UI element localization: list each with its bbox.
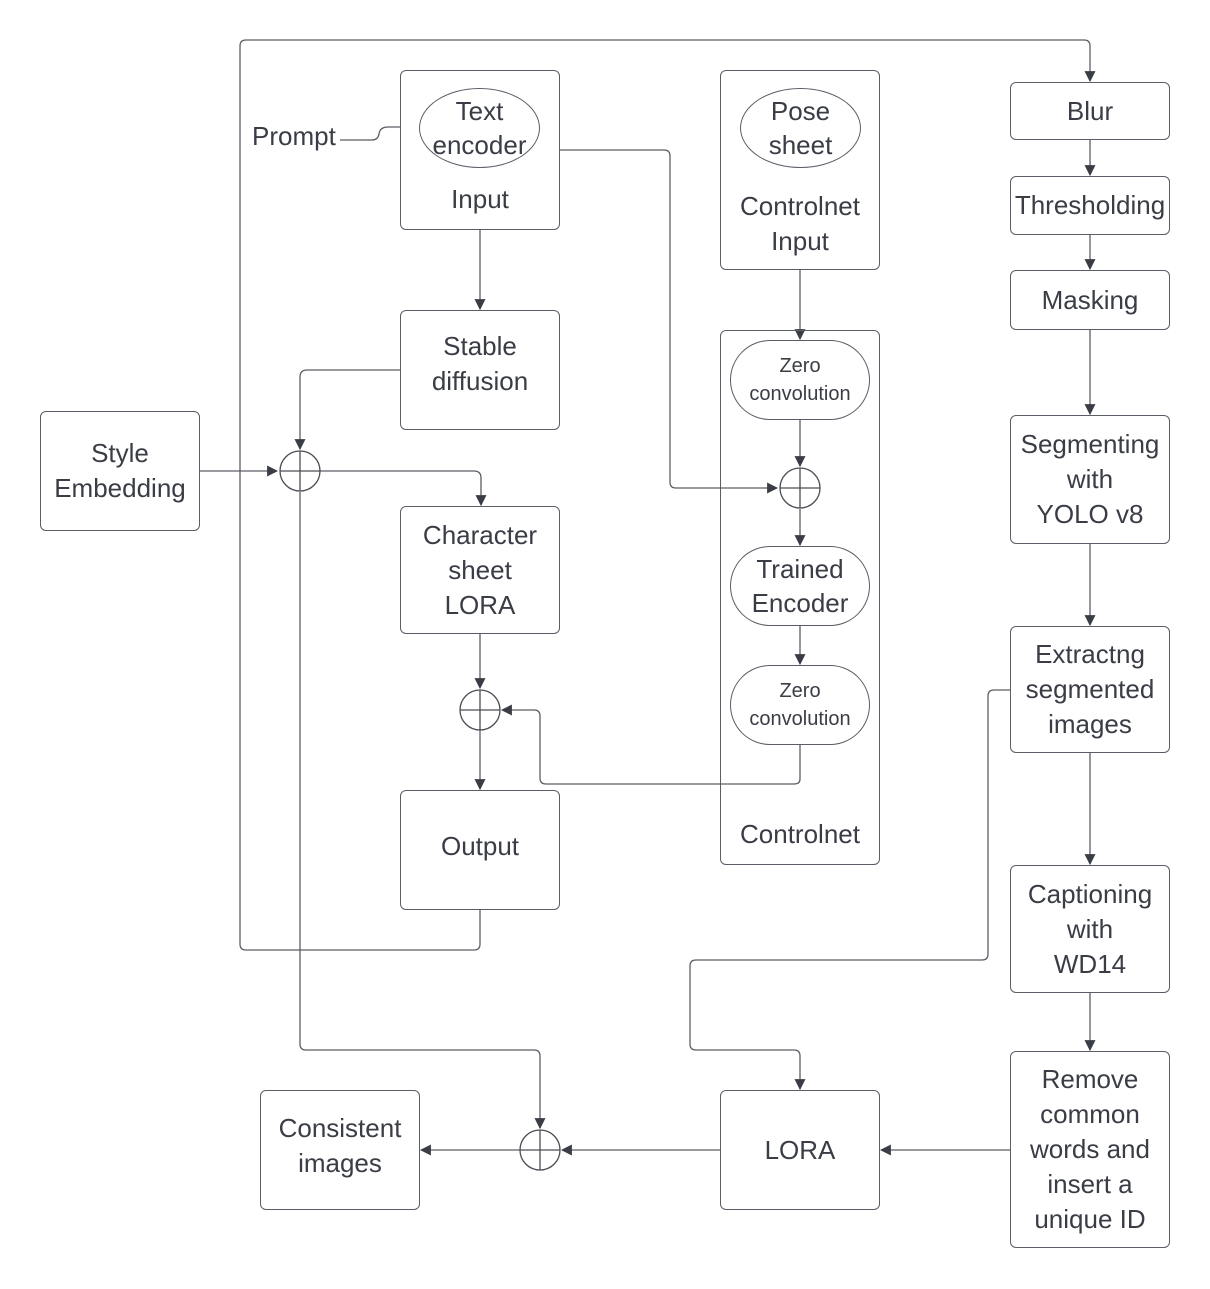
controlnet-label: Controlnet (740, 819, 860, 849)
stable-diffusion-node[interactable]: Stable diffusion (400, 310, 560, 430)
prompt-label: Prompt (252, 121, 336, 151)
consistent-images-node[interactable]: Consistent images (260, 1090, 420, 1210)
extracting-segmented-images-node[interactable]: Extractng segmented images (1010, 626, 1170, 753)
remove-common-words-node[interactable]: Remove common words and insert a unique … (1010, 1051, 1170, 1248)
edge-zero-conv-2-to-sum-2 (500, 704, 801, 785)
masking-node[interactable]: Masking (1010, 270, 1170, 330)
controlnet-container[interactable]: Controlnet (720, 330, 880, 865)
style-embedding-node[interactable]: Style Embedding (40, 411, 200, 531)
edge-stable-diffusion-to-sum-1 (294, 369, 400, 451)
output-node[interactable]: Output (400, 790, 560, 910)
zero-convolution-2-node[interactable]: Zero convolution (730, 665, 870, 745)
segmenting-yolo-node[interactable]: Segmenting with YOLO v8 (1010, 415, 1170, 544)
input-label: Input (451, 184, 509, 214)
edge-prompt-to-text-encoder (340, 121, 419, 141)
trained-encoder-node[interactable]: Trained Encoder (730, 546, 870, 626)
sum-junction-3 (779, 467, 821, 509)
controlnet-input-label: Controlnet Input (740, 191, 860, 256)
text-encoder-node[interactable]: Text encoder (419, 88, 540, 168)
blur-node[interactable]: Blur (1010, 82, 1170, 140)
edge-extracting-to-lora (689, 689, 1010, 1091)
pose-sheet-node[interactable]: Pose sheet (740, 88, 861, 168)
sum-junction-2 (459, 689, 501, 731)
edge-sum-1-to-character-sheet (320, 470, 487, 507)
thresholding-node[interactable]: Thresholding (1010, 176, 1170, 235)
lora-node[interactable]: LORA (720, 1090, 880, 1210)
character-sheet-lora-node[interactable]: Character sheet LORA (400, 506, 560, 634)
edge-sum-1-to-sum-4 (299, 492, 546, 1130)
sum-junction-1 (279, 450, 321, 492)
edge-output-to-blur (239, 39, 1096, 951)
captioning-wd14-node[interactable]: Captioning with WD14 (1010, 865, 1170, 993)
zero-convolution-1-node[interactable]: Zero convolution (730, 340, 870, 420)
sum-junction-4 (519, 1129, 561, 1171)
edge-text-encoder-to-sum-3 (560, 149, 779, 494)
